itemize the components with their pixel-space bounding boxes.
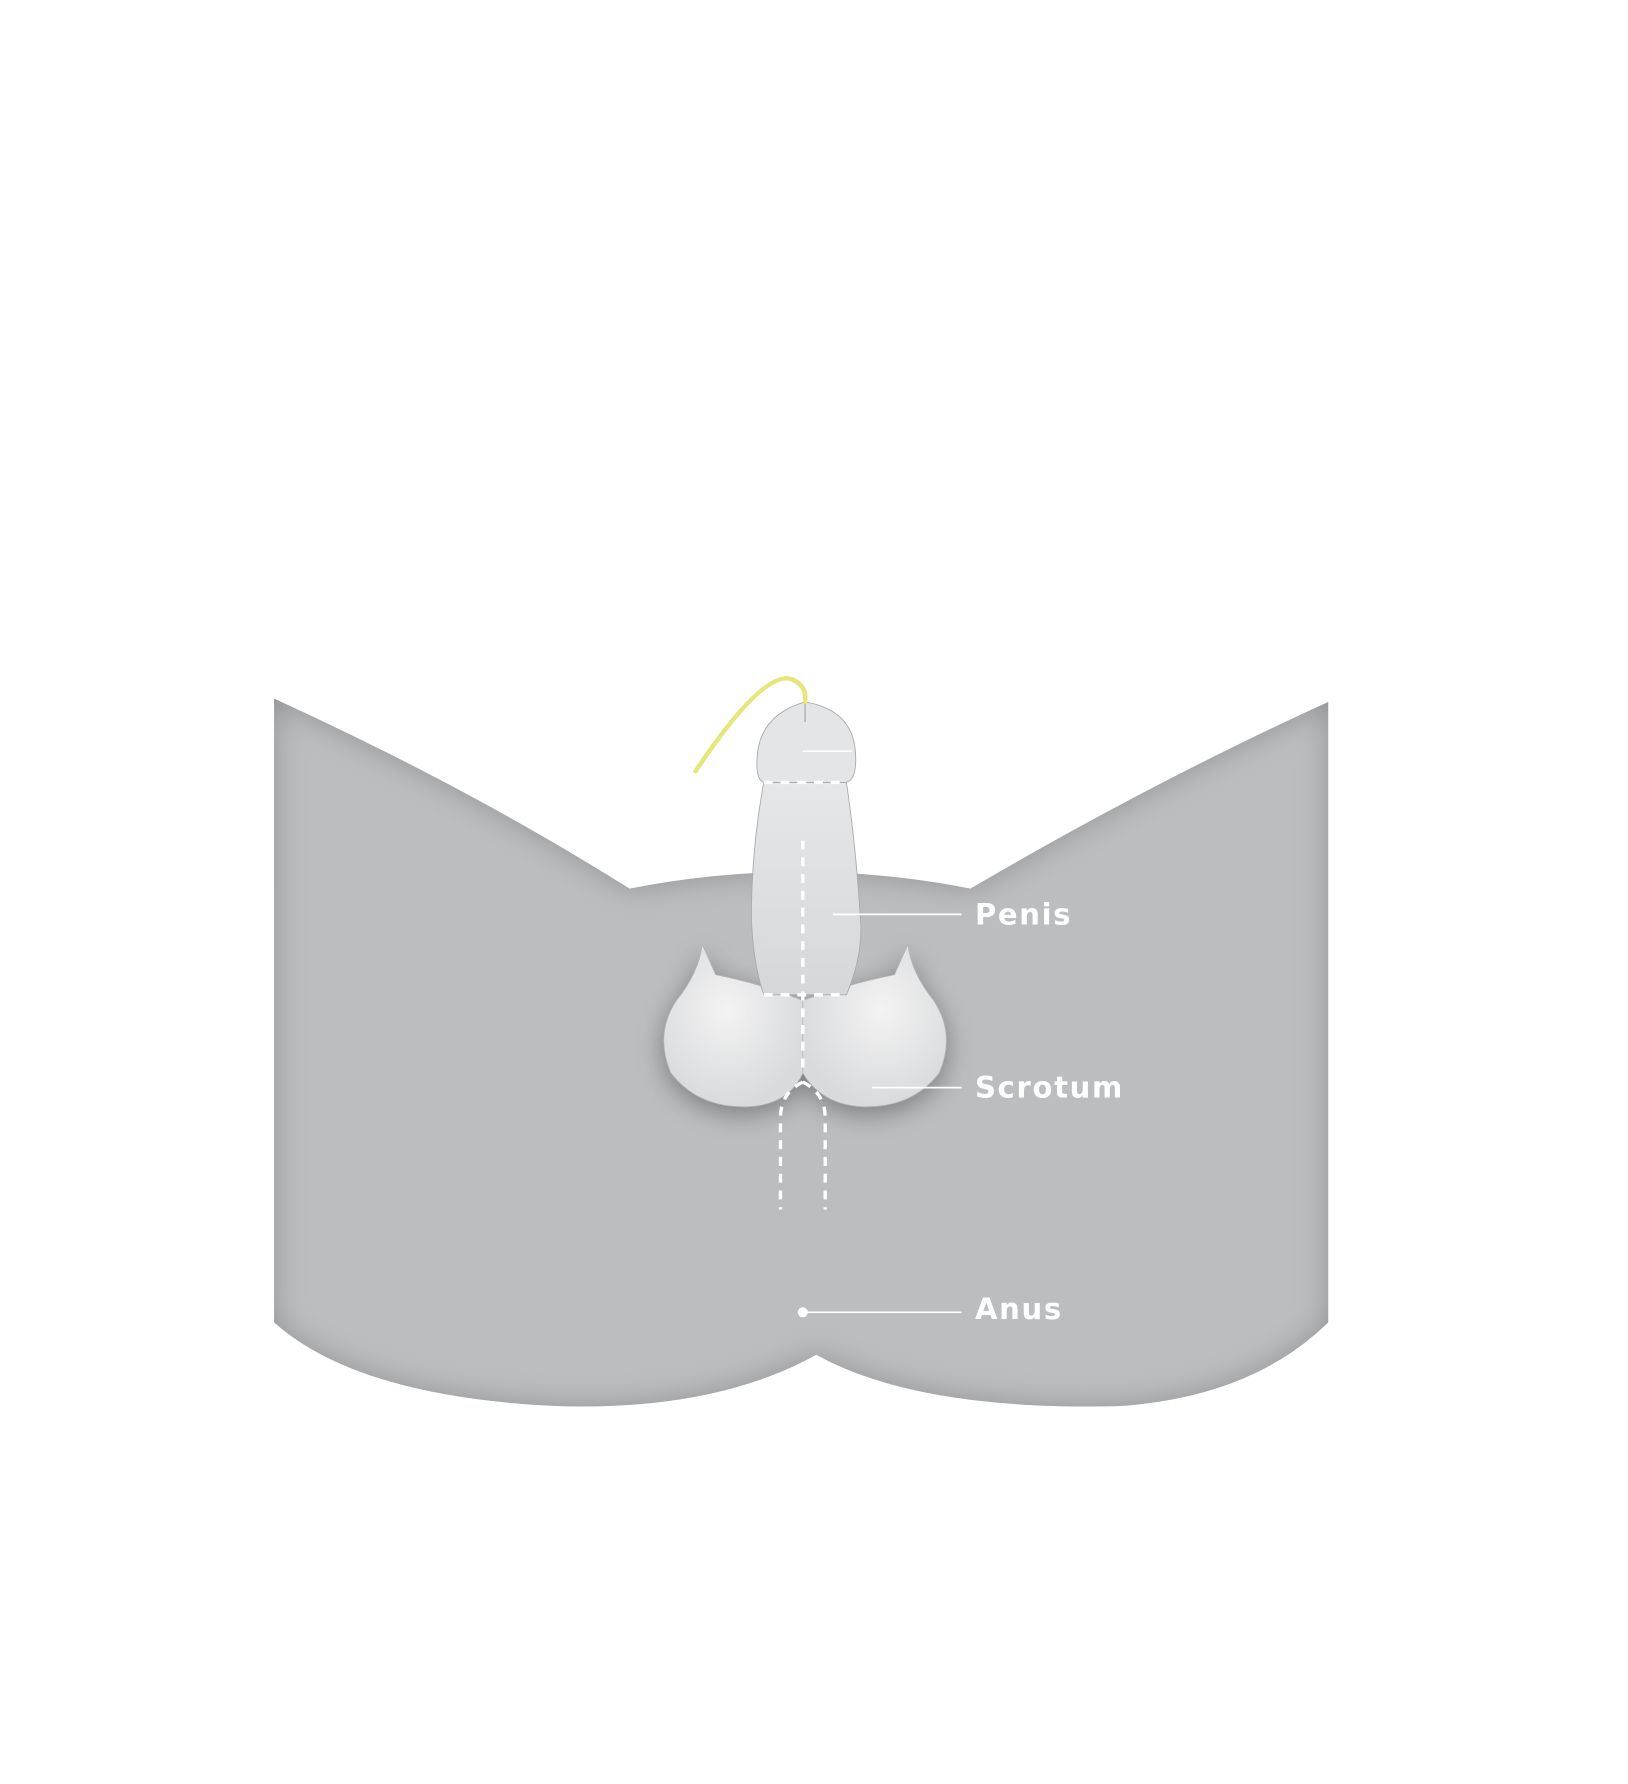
label-penis: Penis: [833, 897, 1072, 931]
label-scrotum-text: Scrotum: [975, 1071, 1124, 1105]
incision-lines: [763, 780, 847, 1210]
label-anus: Anus: [797, 1292, 1063, 1326]
catheter: [693, 676, 808, 774]
scrotum: [663, 943, 947, 1108]
penis: [750, 701, 862, 996]
label-penis-text: Penis: [975, 897, 1072, 931]
label-anus-text: Anus: [975, 1292, 1063, 1326]
glans: [756, 701, 857, 783]
label-scrotum: Scrotum: [872, 1071, 1124, 1105]
